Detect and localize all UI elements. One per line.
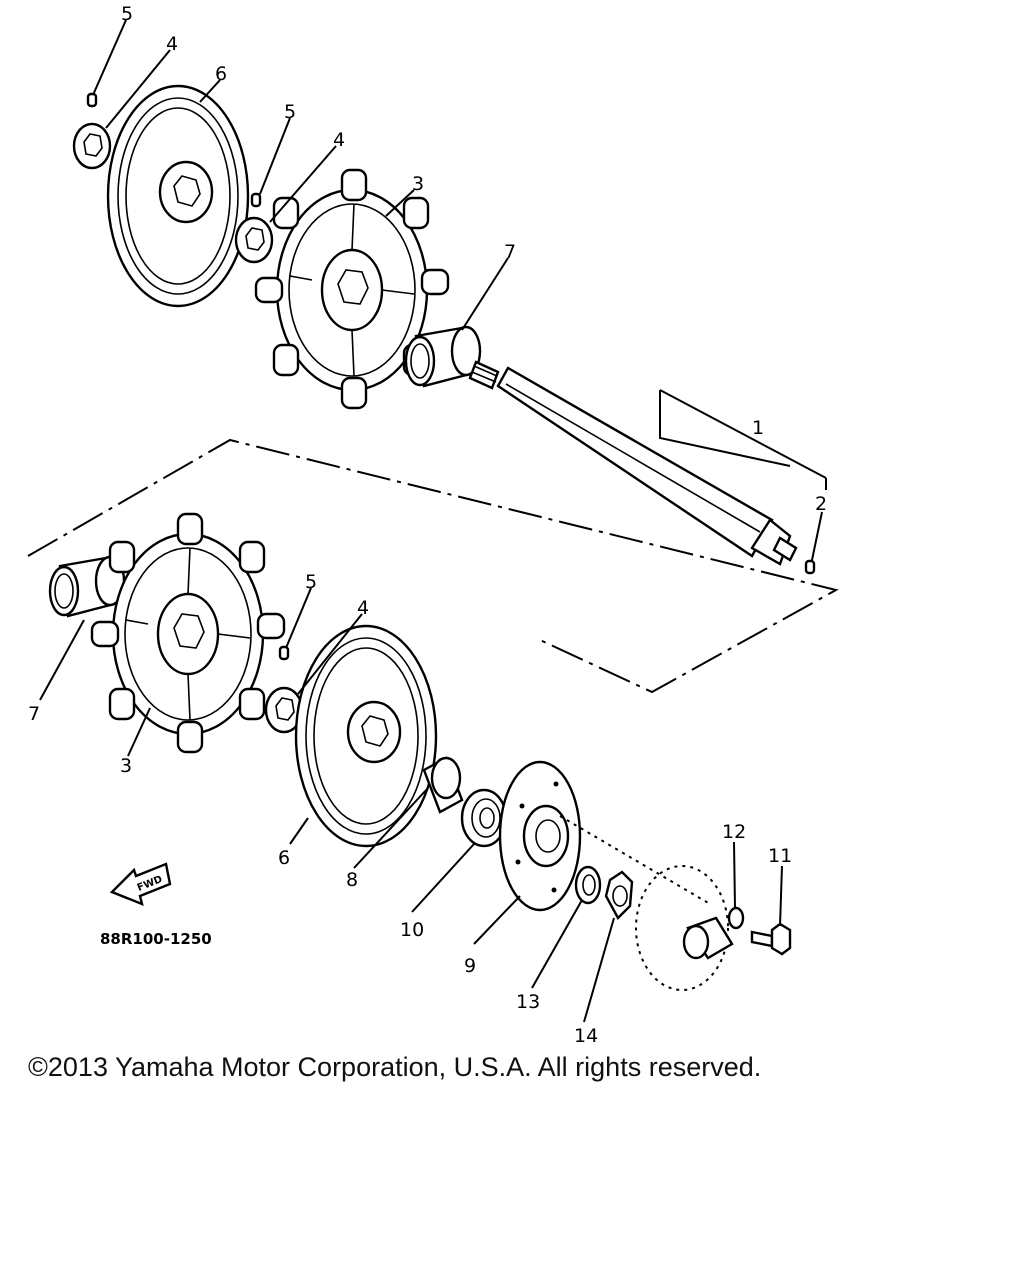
forward-arrow-icon: FWD — [109, 862, 172, 906]
hex-bolt-part-11 — [750, 922, 792, 956]
callout-14: 14 — [574, 1025, 598, 1047]
callout-4: 4 — [333, 129, 345, 151]
bearing-flange-part-9 — [498, 760, 582, 912]
leader-lines — [39, 19, 827, 1023]
callout-2: 2 — [815, 493, 827, 515]
callout-13: 13 — [516, 991, 540, 1013]
part-code: 88R100-1250 — [100, 930, 212, 948]
callout-4: 4 — [166, 33, 178, 55]
callout-6: 6 — [278, 847, 290, 869]
drive-shaft-part-1 — [468, 360, 798, 566]
drive-sprocket-part-3-lower — [90, 512, 286, 754]
spacer-collar-part-8 — [422, 756, 464, 814]
callout-8: 8 — [346, 869, 358, 891]
copyright-notice: ©2013 Yamaha Motor Corporation, U.S.A. A… — [28, 1052, 762, 1082]
callout-9: 9 — [464, 955, 476, 977]
bolt-part-5-lower — [278, 645, 290, 661]
callout-5: 5 — [121, 3, 133, 25]
bearing-part-10 — [460, 788, 508, 848]
bolt-part-5-upper-left — [86, 92, 98, 108]
lock-washer-part-12 — [727, 906, 745, 930]
collar-part-4-upper — [234, 216, 274, 264]
callout-3: 3 — [120, 755, 132, 777]
collar-part-4-upper-left — [72, 122, 112, 170]
shaft-plug-part-2 — [804, 559, 816, 575]
callout-7: 7 — [28, 703, 40, 725]
nut-part-14 — [604, 870, 634, 920]
callout-6: 6 — [215, 63, 227, 85]
callout-10: 10 — [400, 919, 424, 941]
idler-wheel-part-6-upper — [106, 84, 250, 308]
callout-7: 7 — [504, 241, 516, 263]
callout-5: 5 — [284, 101, 296, 123]
hub-housing-dotted — [635, 865, 734, 991]
callout-11: 11 — [768, 845, 792, 867]
exploded-parts-diagram: FWD 88R100-1250 5 4 6 5 4 3 7 1 2 5 4 7 — [27, 3, 839, 1047]
callout-4: 4 — [357, 597, 369, 619]
assembly-boundary-line — [27, 438, 839, 694]
idler-wheel-part-6-lower — [294, 624, 438, 848]
callout-3: 3 — [412, 173, 424, 195]
callout-5: 5 — [305, 571, 317, 593]
washer-part-13 — [574, 865, 602, 905]
callout-1: 1 — [752, 417, 764, 439]
spacer-ring-part-7-upper — [404, 325, 482, 388]
callout-12: 12 — [722, 821, 746, 843]
bolt-part-5-upper — [250, 192, 262, 208]
